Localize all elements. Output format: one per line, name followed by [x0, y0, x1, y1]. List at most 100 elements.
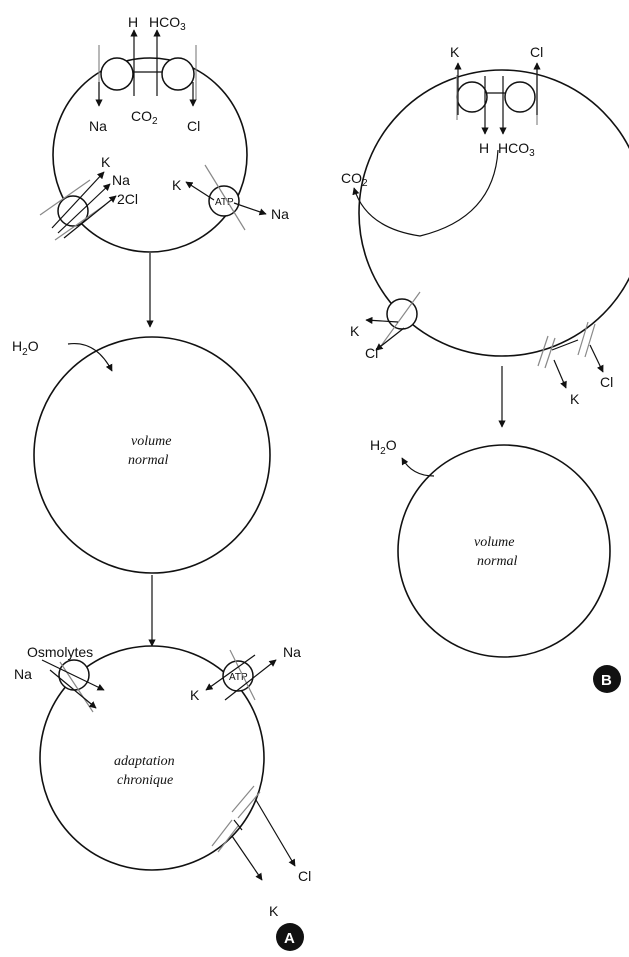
k-arrow	[231, 835, 263, 881]
cl-arrow	[255, 799, 296, 867]
label-na: Na	[14, 666, 32, 682]
membrane-line	[39, 179, 91, 216]
cell-membrane	[358, 69, 629, 357]
panel-b-top-cell: K Cl H HCO3 CO2 K Cl	[341, 44, 629, 407]
channel-link	[551, 339, 579, 351]
label-cl: Cl	[187, 118, 200, 134]
k-arrow	[185, 181, 215, 201]
label-na: Na	[112, 172, 130, 188]
membrane-line	[54, 204, 106, 241]
label-normal: normal	[477, 554, 518, 569]
label-cl: Cl	[600, 374, 613, 390]
label-k: K	[570, 391, 580, 407]
anion-cation-exchangers: H HCO3 Na CO2 Cl	[89, 14, 200, 134]
membrane-line	[211, 819, 233, 847]
membrane-line	[577, 321, 589, 356]
membrane-line	[237, 791, 261, 819]
panel-b-tag: B	[593, 665, 621, 693]
k-arrow	[365, 316, 399, 324]
k-arrow	[553, 359, 567, 389]
label-2cl: 2Cl	[117, 191, 138, 207]
nkcc-transporter	[57, 195, 89, 227]
cell-membrane	[33, 336, 271, 574]
label-chronique: chronique	[117, 773, 173, 788]
svg-text:A: A	[284, 930, 295, 947]
k-arrow	[51, 171, 105, 229]
osmolyte-transporter: Osmolytes Na	[14, 644, 105, 713]
label-normal: normal	[128, 453, 169, 468]
k-cl-channels: Cl K	[537, 321, 613, 407]
label-na: Na	[283, 644, 301, 660]
membrane-line	[544, 337, 556, 369]
water-influx-arrow	[67, 342, 113, 372]
k-cl-channels: Cl K	[211, 785, 311, 919]
co2-diffusion-arrow	[352, 149, 499, 237]
membrane-line	[584, 323, 596, 358]
panel-a-top-cell: H HCO3 Na CO2 Cl K Na 2Cl ATP	[39, 14, 289, 253]
label-co2: CO2	[131, 108, 158, 127]
membrane-line	[59, 661, 94, 713]
na-k-atpase: ATP K Na	[172, 164, 289, 231]
panel-a-middle-cell: H2O volume normal	[12, 336, 271, 574]
na-arrow	[224, 659, 277, 701]
cl-arrow	[63, 195, 117, 239]
label-h2o: H2O	[12, 338, 39, 358]
label-k: K	[172, 177, 182, 193]
kcc-transporter	[386, 298, 418, 330]
membrane-line	[537, 335, 549, 367]
na-h-exchanger	[100, 57, 134, 91]
na-k-atpase: ATP Na K	[190, 644, 301, 703]
channel-link	[233, 819, 243, 831]
water-efflux-arrow	[401, 457, 435, 477]
membrane-line	[377, 291, 421, 351]
label-cl: Cl	[530, 44, 543, 60]
na-arrow	[41, 659, 105, 691]
label-hco3: HCO3	[498, 140, 535, 159]
nkcc-cotransporter: K Na 2Cl	[39, 154, 138, 241]
cell-membrane	[52, 57, 248, 253]
k-arrow	[205, 654, 256, 691]
label-hco3: HCO3	[149, 14, 186, 33]
label-volume: volume	[131, 434, 171, 449]
cl-arrow	[589, 344, 604, 373]
panel-b: K Cl H HCO3 CO2 K Cl	[341, 44, 629, 693]
na-arrow	[233, 202, 267, 216]
label-k: K	[101, 154, 111, 170]
panel-a-tag: A	[276, 923, 304, 951]
label-k: K	[350, 323, 360, 339]
label-na: Na	[271, 206, 289, 222]
label-co2: CO2	[341, 170, 368, 189]
label-h: H	[128, 14, 138, 30]
cl-arrow	[375, 327, 405, 351]
label-cl: Cl	[365, 345, 378, 361]
panel-a: H HCO3 Na CO2 Cl K Na 2Cl ATP	[12, 14, 311, 951]
panel-a-bottom-cell: Osmolytes Na ATP Na K adaptation chroniq…	[14, 644, 311, 919]
k-cl-cotransporter: K Cl	[350, 291, 421, 361]
label-atp: ATP	[215, 197, 234, 208]
k-h-exchanger	[456, 81, 488, 113]
na-arrow	[57, 183, 111, 234]
membrane-line	[229, 649, 256, 701]
label-atp: ATP	[229, 672, 248, 683]
label-h2o: H2O	[370, 437, 397, 457]
osmolyte-arrow	[49, 669, 97, 709]
cell-membrane	[39, 645, 265, 871]
membrane-line	[204, 164, 246, 231]
cl-hco3-exchanger	[504, 81, 536, 113]
cell-membrane	[397, 444, 611, 658]
k-h-cl-hco3-exchangers: K Cl H HCO3	[450, 44, 543, 159]
membrane-line	[231, 785, 255, 813]
panel-b-bottom-cell: H2O volume normal	[370, 437, 611, 658]
label-k: K	[190, 687, 200, 703]
label-cl: Cl	[298, 868, 311, 884]
label-na: Na	[89, 118, 107, 134]
label-volume: volume	[474, 535, 514, 550]
label-adaptation: adaptation	[114, 754, 175, 769]
label-h: H	[479, 140, 489, 156]
label-k: K	[450, 44, 460, 60]
svg-text:B: B	[601, 672, 612, 689]
label-osmolytes: Osmolytes	[27, 644, 93, 660]
label-k: K	[269, 903, 279, 919]
membrane-line	[217, 825, 239, 853]
